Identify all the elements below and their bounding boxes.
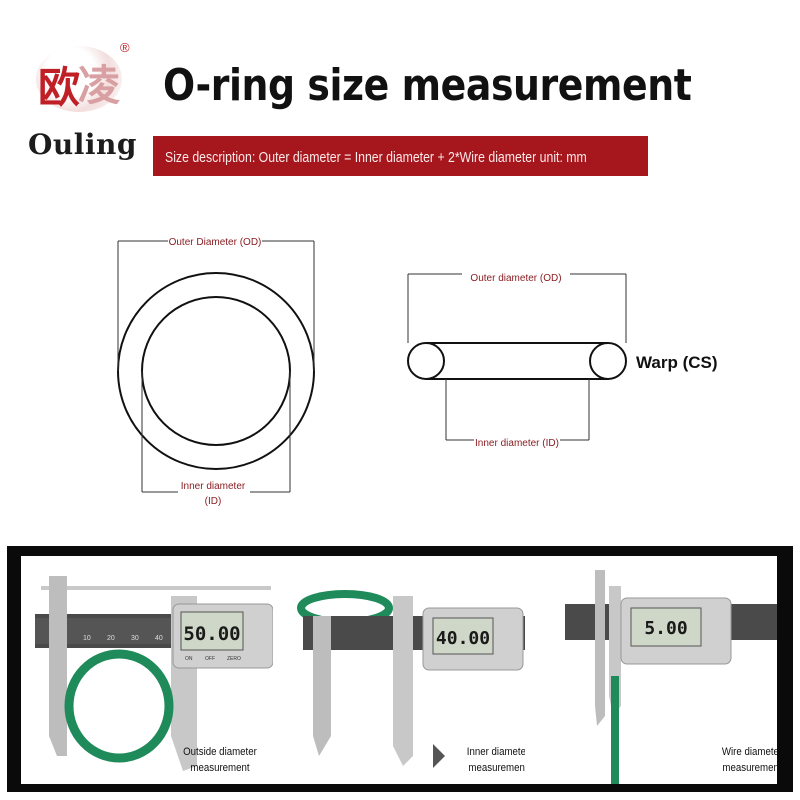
brand-name: Ouling: [28, 128, 137, 161]
ring-od-label: Outer Diameter (OD): [169, 237, 262, 248]
logo-emblem: [36, 46, 122, 112]
section-id-label: Inner diameter (ID): [475, 438, 559, 449]
photo-wire-diameter: 5.00 Wire diameter measurement: [525, 556, 777, 784]
svg-text:40: 40: [155, 635, 163, 642]
svg-text:ON: ON: [185, 656, 193, 662]
ring-outer-circle: [117, 272, 315, 470]
ring-id-label-2: (ID): [205, 496, 222, 507]
caliper-jaw-fixed: [313, 616, 331, 756]
section-cs-label: Warp (CS): [636, 353, 718, 372]
measurement-photo-panel: 0 10 20 30 40 50.00 ON OFF ZERO: [7, 546, 793, 792]
caption-outside-diameter: Outside diameter measurement: [183, 746, 257, 774]
logo-char-1: 欧: [38, 63, 81, 112]
ring-id-label-1: Inner diameter: [181, 481, 246, 492]
photo-outside-diameter: 0 10 20 30 40 50.00 ON OFF ZERO: [21, 556, 273, 784]
caliper-jaw-fixed: [595, 570, 605, 726]
caliper-jaw-moving: [393, 596, 413, 766]
svg-text:30: 30: [131, 635, 139, 642]
caliper-lcd: [180, 611, 244, 651]
size-description-text: Size description: Outer diameter = Inner…: [165, 149, 587, 166]
section-od-label: Outer diameter (OD): [470, 273, 561, 284]
page-title: O-ring size measurement: [163, 60, 692, 111]
lcd-reading: 40.00: [436, 628, 490, 649]
size-description-banner: [153, 136, 648, 176]
logo-char-2: 凌: [78, 61, 121, 110]
photo-inner-diameter: 40.00 Inner diameter measurement: [273, 556, 525, 784]
lcd-reading: 50.00: [183, 623, 240, 645]
caption-inner-diameter: Inner diameter measurement: [466, 746, 525, 774]
section-left-circle: [407, 342, 445, 380]
svg-text:10: 10: [83, 635, 91, 642]
green-oring: [64, 649, 174, 763]
caption-wire-diameter: Wire diameter measurement: [721, 746, 777, 774]
caliper-jaw-fixed: [49, 576, 67, 756]
green-oring: [611, 676, 619, 784]
measurement-diagrams: Outer Diameter (OD) Inner diameter (ID) …: [117, 237, 718, 507]
svg-text:ZERO: ZERO: [227, 656, 241, 662]
ring-diagram: Outer Diameter (OD) Inner diameter (ID): [117, 237, 315, 507]
section-right-circle: [589, 342, 627, 380]
svg-text:OFF: OFF: [205, 656, 215, 662]
lcd-reading: 5.00: [644, 618, 687, 639]
ring-inner-circle: [141, 296, 291, 446]
caliper-lcd: [630, 607, 702, 647]
registered-mark: ®: [120, 40, 130, 55]
brand-logo: 欧 凌 ® Ouling: [28, 40, 138, 161]
cross-section-diagram: Outer diameter (OD) Inner diameter (ID) …: [407, 273, 718, 449]
svg-text:20: 20: [107, 635, 115, 642]
caliper-lcd: [432, 617, 494, 655]
